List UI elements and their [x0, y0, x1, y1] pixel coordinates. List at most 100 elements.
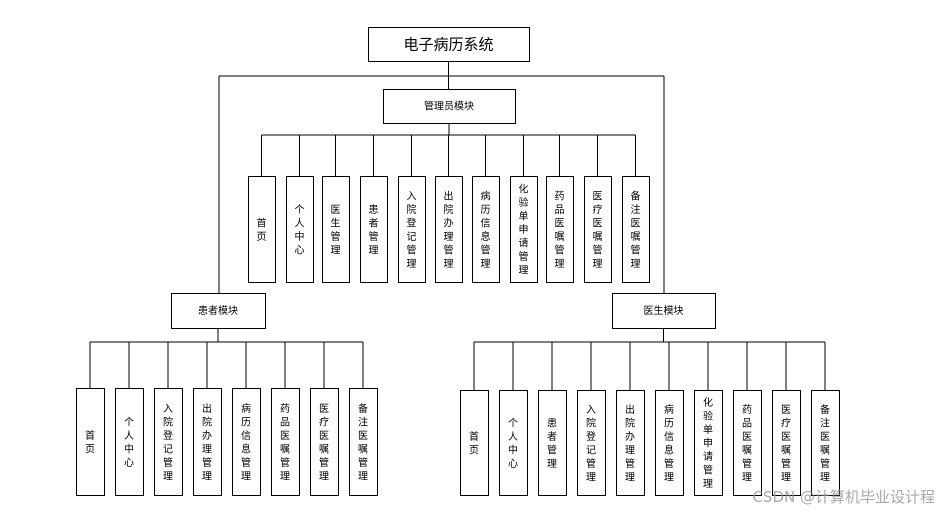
doctor-child-box-frame	[694, 390, 723, 496]
admin-child-box: 入院登记管理	[398, 176, 426, 283]
admin-child-box-label: 个人中心	[295, 204, 305, 257]
admin-child-box-frame	[248, 176, 276, 283]
doctor-child-box: 个人中心	[499, 390, 528, 496]
patient-child-box: 药品医嘱管理	[271, 388, 300, 496]
root-box: 电子病历系统	[368, 27, 530, 62]
patient-child-box-frame	[349, 388, 378, 496]
patient-child-box-label: 出院办理管理	[202, 402, 212, 483]
admin-child-box-frame	[584, 176, 612, 283]
admin-child-box-frame	[435, 176, 463, 283]
doctor-child-box-frame	[616, 390, 645, 496]
doctor-module-box-frame	[612, 293, 716, 329]
admin-child-box: 患者管理	[360, 176, 388, 283]
doctor-child-box-label: 化验单申请管理	[703, 396, 713, 490]
doctor-child-box: 备注医嘱管理	[811, 390, 840, 496]
admin-child-box-label: 医疗医嘱管理	[593, 190, 603, 270]
patient-child-box-label: 病历信息管理	[241, 402, 251, 483]
admin-module-box-label: 管理员模块	[424, 100, 474, 113]
doctor-child-box: 化验单申请管理	[694, 390, 723, 496]
admin-child-box-label: 病历信息管理	[481, 189, 491, 270]
doctor-child-box-label: 医疗医嘱管理	[781, 404, 791, 484]
doctor-child-box-frame	[499, 390, 528, 496]
patient-child-box-frame	[115, 388, 144, 496]
admin-child-box-label: 首页	[257, 216, 267, 243]
patient-child-box: 病历信息管理	[232, 388, 261, 496]
admin-child-box: 出院办理管理	[435, 176, 463, 283]
doctor-child-box-label: 出院办理管理	[625, 403, 635, 484]
doctor-module-box-label: 医生模块	[644, 304, 684, 317]
admin-child-box-label: 出院办理管理	[444, 189, 454, 270]
admin-child-box-frame	[360, 176, 388, 283]
patient-child-box-label: 首页	[85, 429, 95, 456]
admin-child-box: 病历信息管理	[472, 176, 500, 283]
doctor-child-box-frame	[733, 390, 762, 496]
admin-child-box-frame	[322, 176, 350, 283]
doctor-child-box: 出院办理管理	[616, 390, 645, 496]
watermark: CSDN @计算机毕业设计程	[752, 488, 935, 506]
admin-child-box: 医生管理	[322, 176, 350, 283]
patient-child-box-label: 入院登记管理	[163, 404, 173, 483]
patient-child-box: 个人中心	[115, 388, 144, 496]
patient-child-box: 备注医嘱管理	[349, 388, 378, 496]
doctor-child-box: 药品医嘱管理	[733, 390, 762, 496]
admin-child-box-frame	[472, 176, 500, 283]
admin-child-box-label: 备注医嘱管理	[631, 189, 641, 270]
doctor-child-box-label: 个人中心	[508, 417, 518, 470]
patient-module-box-label: 患者模块	[198, 305, 238, 317]
admin-child-box-label: 医生管理	[331, 204, 341, 257]
doctor-child-box: 医疗医嘱管理	[772, 390, 801, 496]
admin-child-box-frame	[546, 176, 574, 283]
doctor-child-box-label: 药品医嘱管理	[742, 404, 752, 484]
doctor-child-box: 首页	[460, 390, 489, 496]
doctor-child-box-frame	[460, 390, 489, 496]
patient-child-box: 入院登记管理	[154, 388, 183, 496]
patient-child-box-label: 医疗医嘱管理	[319, 403, 329, 483]
admin-child-box-frame	[622, 176, 650, 283]
patient-child-box-label: 个人中心	[124, 416, 134, 469]
admin-child-box-label: 患者管理	[369, 204, 379, 257]
doctor-module-box: 医生模块	[612, 293, 716, 329]
admin-child-box-label: 入院登记管理	[407, 191, 417, 270]
root-box-label: 电子病历系统	[403, 35, 493, 53]
doctor-child-box: 病历信息管理	[655, 390, 684, 496]
admin-module-box: 管理员模块	[383, 89, 516, 124]
doctor-child-box-label: 病历信息管理	[664, 403, 674, 484]
patient-child-box-frame	[310, 388, 339, 496]
doctor-child-box: 入院登记管理	[577, 390, 606, 496]
admin-child-box: 首页	[248, 176, 276, 283]
patient-child-box: 首页	[76, 388, 105, 496]
doctor-child-box-frame	[577, 390, 606, 496]
patient-child-box: 出院办理管理	[193, 388, 222, 496]
admin-child-box: 化验单申请管理	[510, 176, 538, 283]
admin-child-box: 备注医嘱管理	[622, 176, 650, 283]
admin-child-box-frame	[286, 176, 314, 283]
connector-lines	[89, 61, 826, 390]
doctor-child-box-label: 入院登记管理	[586, 405, 596, 484]
admin-module-box-frame	[383, 89, 516, 124]
doctor-child-box-frame	[655, 390, 684, 496]
doctor-child-box-label: 患者管理	[547, 417, 557, 470]
patient-child-box-frame	[76, 388, 105, 496]
admin-child-box: 个人中心	[286, 176, 314, 283]
admin-child-box: 医疗医嘱管理	[584, 176, 612, 283]
patient-child-box: 医疗医嘱管理	[310, 388, 339, 496]
doctor-child-box-label: 首页	[469, 430, 479, 457]
admin-child-box-label: 化验单申请管理	[519, 183, 529, 277]
admin-child-box: 药品医嘱管理	[546, 176, 574, 283]
root-box-frame	[368, 27, 530, 62]
patient-child-box-frame	[271, 388, 300, 496]
admin-child-box-frame	[398, 176, 426, 283]
module-boxes: 电子病历系统管理员模块患者模块医生模块首页个人中心医生管理患者管理入院登记管理出…	[76, 27, 840, 496]
patient-child-box-frame	[154, 388, 183, 496]
patient-child-box-frame	[232, 388, 261, 496]
patient-child-box-label: 备注医嘱管理	[358, 402, 368, 483]
doctor-child-box: 患者管理	[538, 390, 567, 496]
doctor-child-box-label: 备注医嘱管理	[820, 403, 830, 484]
doctor-child-box-frame	[772, 390, 801, 496]
patient-module-box-frame	[171, 293, 266, 329]
patient-child-box-frame	[193, 388, 222, 496]
patient-module-box: 患者模块	[171, 293, 266, 329]
admin-child-box-label: 药品医嘱管理	[555, 190, 565, 270]
doctor-child-box-frame	[811, 390, 840, 496]
